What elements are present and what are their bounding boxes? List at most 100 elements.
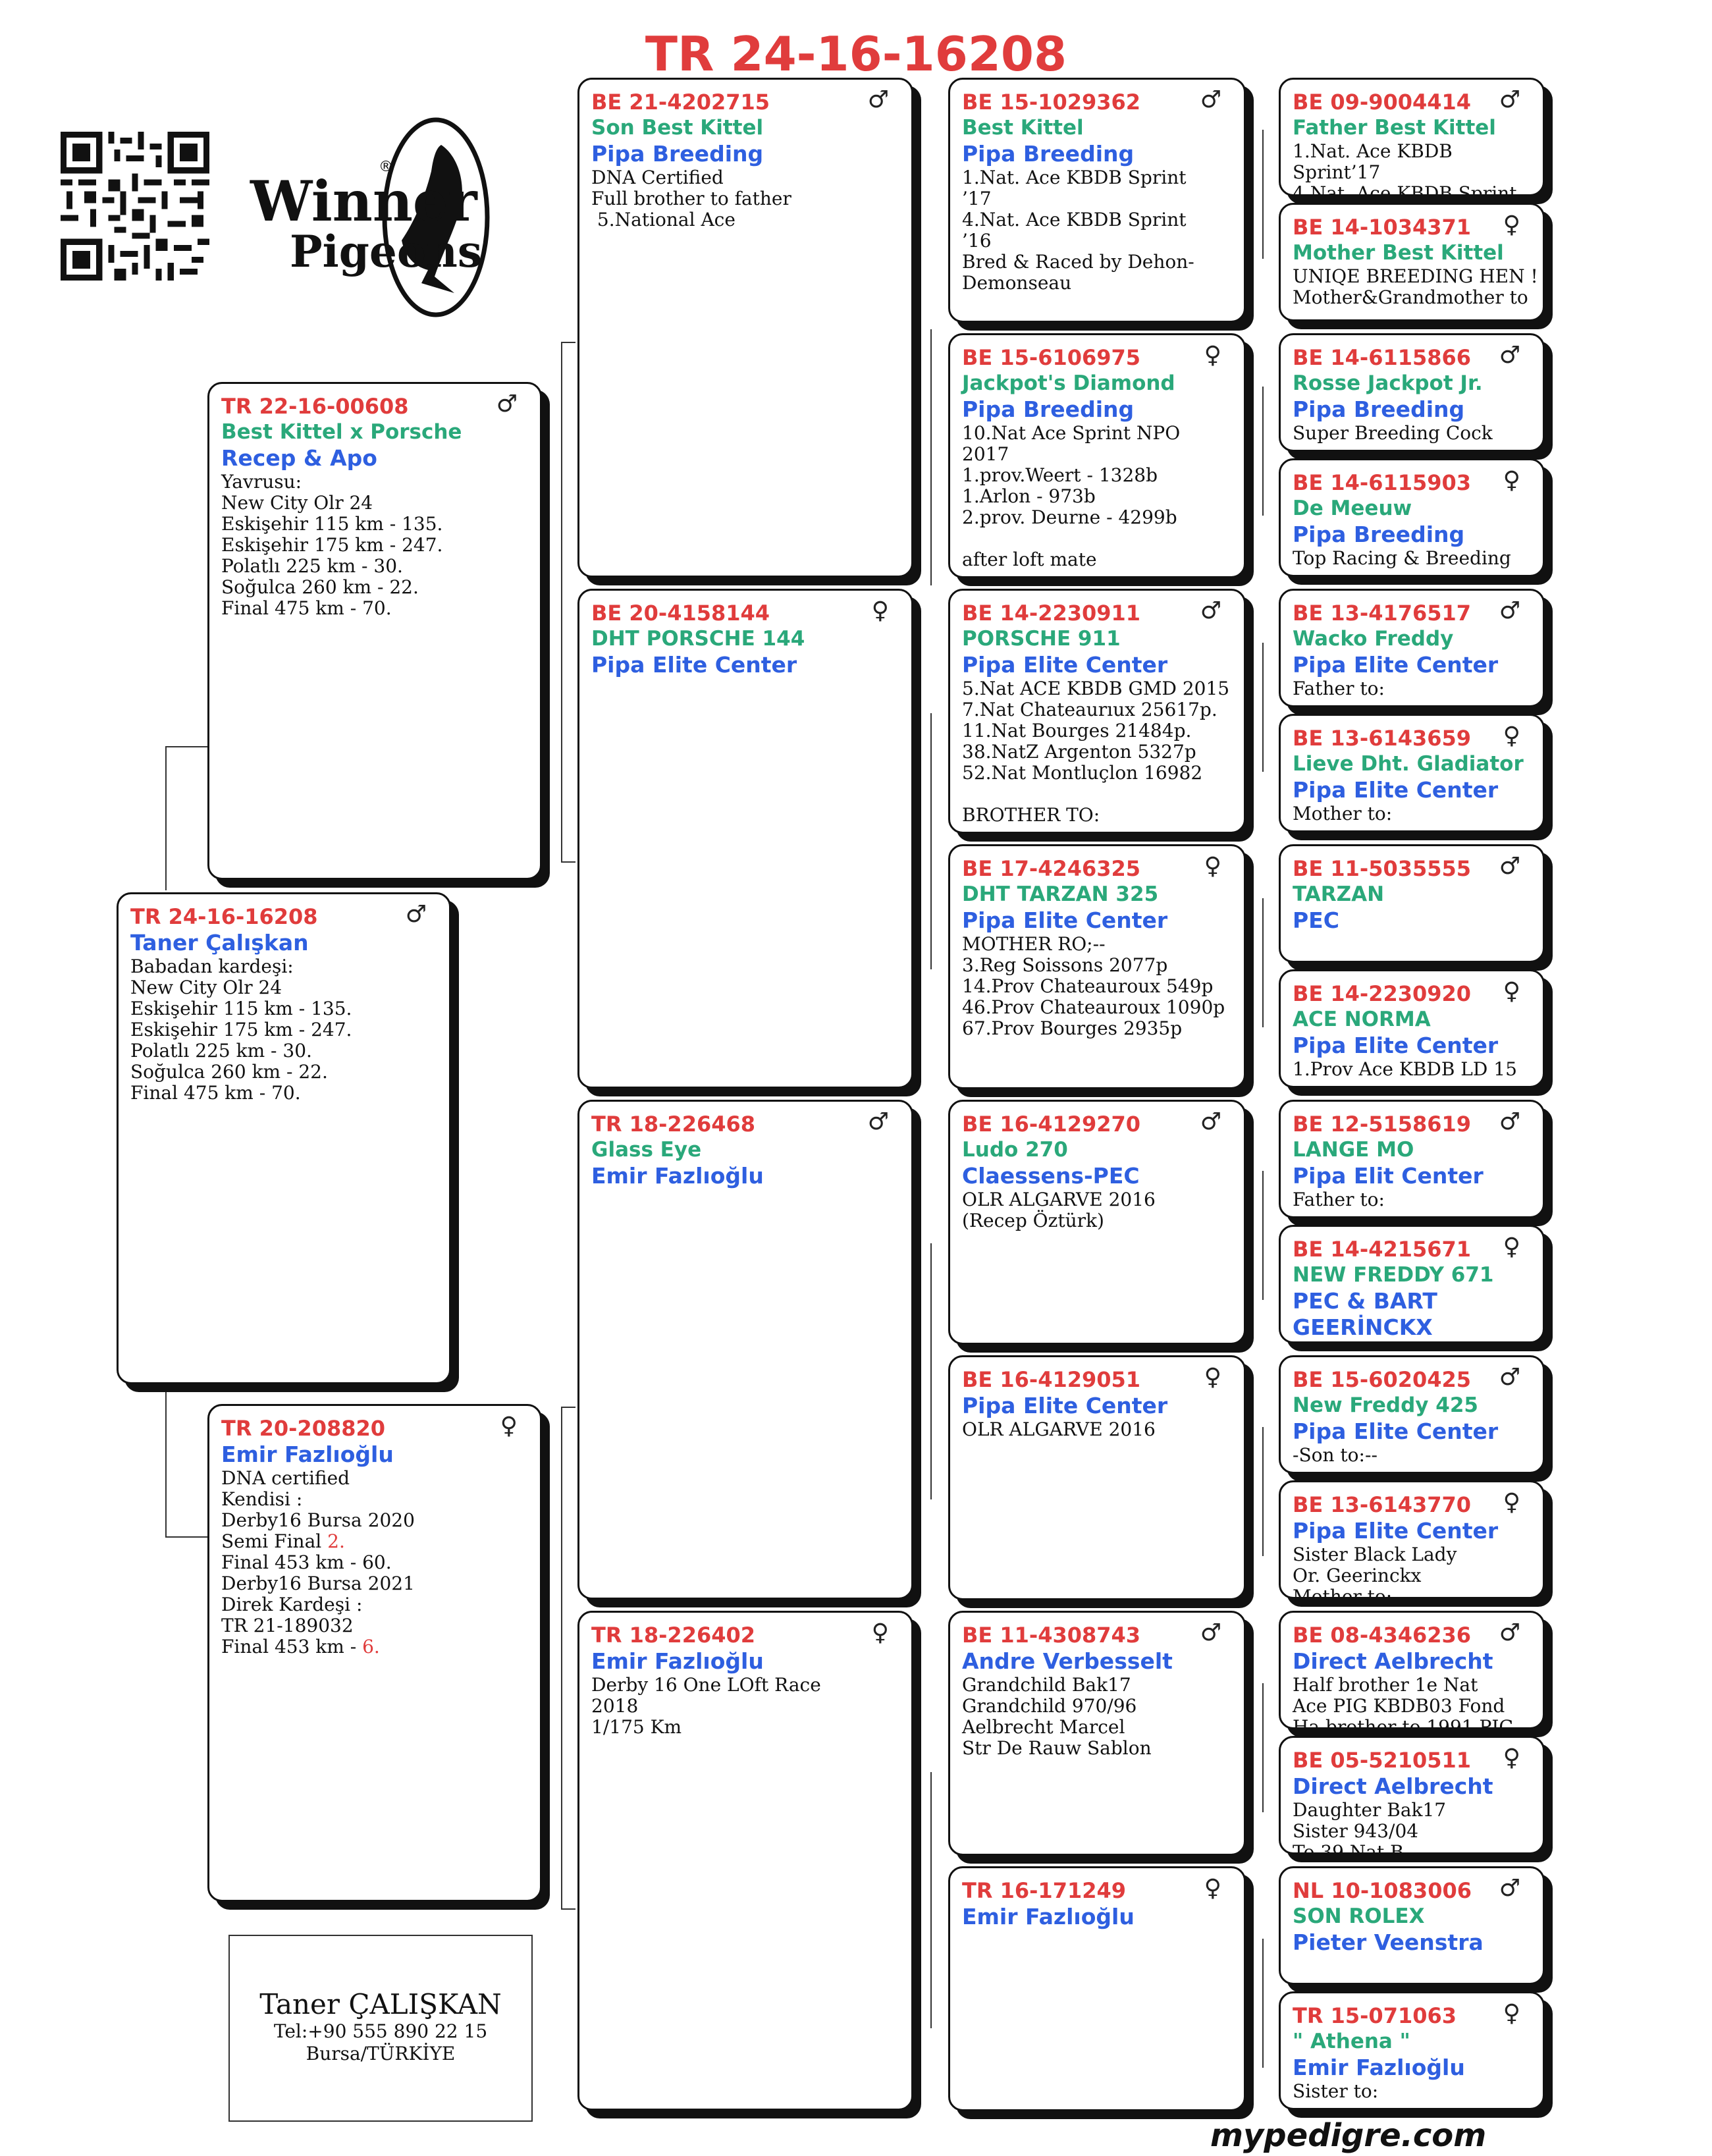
grandparent-card[interactable]: ♀ TR 18-226402 Emir Fazlıoğlu Derby 16 O… [577, 1611, 913, 2111]
owner: Direct Aelbrecht [1293, 1648, 1493, 1674]
gg-grandparent-card[interactable]: ♂ NL 10-1083006 SON ROLEX Pieter Veenstr… [1279, 1866, 1545, 1985]
connector [561, 861, 575, 863]
info-text: Sister Black Lady Or. Geerinckx Mother t… [1293, 1544, 1457, 1599]
info-text: 1.Nat. Ace KBDB Sprint ’17 4.Nat. Ace KB… [962, 167, 1194, 294]
ring-number: TR 18-226402 [591, 1623, 756, 1648]
ring-number: TR 24-16-16208 [130, 904, 318, 929]
owner: Pipa Breeding [1293, 396, 1465, 422]
gg-grandparent-card[interactable]: ♂ BE 14-6115866 Rosse Jackpot Jr. Pipa B… [1279, 333, 1545, 452]
grandparent-card[interactable]: ♂ BE 21-4202715 Son Best Kittel Pipa Bre… [577, 78, 913, 578]
great-grandparent-card[interactable]: ♀ BE 15-6106975 Jackpot's Diamond Pipa B… [948, 333, 1246, 578]
owner: Pipa Elite Center [1293, 777, 1499, 803]
owner: Claessens-PEC [962, 1163, 1140, 1189]
owner: Emir Fazlıoğlu [1293, 2055, 1465, 2080]
male-icon: ♂ [1200, 86, 1221, 113]
connector [165, 746, 207, 747]
connector [1262, 643, 1264, 772]
owner: Pipa Elite Center [1293, 1418, 1499, 1444]
owner: Emir Fazlıoğlu [591, 1648, 764, 1674]
male-icon: ♂ [1200, 1108, 1221, 1135]
male-icon: ♂ [1499, 1875, 1520, 1902]
gg-grandparent-card[interactable]: ♂ BE 15-6020425 New Freddy 425 Pipa Elit… [1279, 1355, 1545, 1474]
gg-grandparent-card[interactable]: ♀ BE 14-6115903 De Meeuw Pipa Breeding T… [1279, 458, 1545, 577]
info-text: Babadan kardeşi: New City Olr 24 Eskişeh… [130, 956, 352, 1104]
winner-pigeons-logo: Winner Pigeons ® [244, 105, 494, 329]
pigeon-name: De Meeuw [1293, 497, 1412, 520]
great-grandparent-card[interactable]: ♂ BE 11-4308743 Andre Verbesselt Grandch… [948, 1611, 1246, 1856]
connector [561, 1908, 575, 1910]
owner: Pipa Elite Center [1293, 652, 1499, 678]
great-grandparent-card[interactable]: ♀ TR 16-171249 Emir Fazlıoğlu [948, 1866, 1246, 2111]
gg-grandparent-card[interactable]: ♀ BE 14-2230920 ACE NORMA Pipa Elite Cen… [1279, 969, 1545, 1088]
male-icon: ♂ [1200, 1619, 1221, 1646]
phone-number: Tel:+90 555 890 22 15 [273, 2020, 488, 2042]
logo-text-line1: Winner [250, 169, 478, 234]
gg-grandparent-card[interactable]: ♂ BE 13-4176517 Wacko Freddy Pipa Elite … [1279, 589, 1545, 707]
gg-grandparent-card[interactable]: ♀ BE 13-6143770 Pipa Elite Center Sister… [1279, 1480, 1545, 1599]
male-icon: ♂ [1499, 1619, 1520, 1646]
connector [930, 1772, 932, 2028]
grandparent-card[interactable]: ♀ BE 20-4158144 DHT PORSCHE 144 Pipa Eli… [577, 589, 913, 1089]
ring-number: BE 12-5158619 [1293, 1112, 1472, 1137]
female-icon: ♀ [1503, 211, 1520, 238]
sire-card[interactable]: ♂ TR 22-16-00608 Best Kittel x Porsche R… [207, 382, 542, 880]
ring-number: NL 10-1083006 [1293, 1878, 1472, 1903]
gg-grandparent-card[interactable]: ♂ BE 08-4346236 Direct Aelbrecht Half br… [1279, 1611, 1545, 1729]
gg-grandparent-card[interactable]: ♂ BE 12-5158619 LANGE MO Pipa Elit Cente… [1279, 1100, 1545, 1218]
gg-grandparent-card[interactable]: ♀ TR 15-071063 " Athena " Emir Fazlıoğlu… [1279, 1991, 1545, 2110]
female-icon: ♀ [1503, 2000, 1520, 2027]
pigeon-name: LANGE MO [1293, 1138, 1414, 1162]
pigeon-name: Lieve Dht. Gladiator [1293, 752, 1524, 776]
info-text: UNIQE BREEDING HEN ! Mother&Grandmother … [1293, 265, 1538, 308]
great-grandparent-card[interactable]: ♂ BE 16-4129270 Ludo 270 Claessens-PEC O… [948, 1100, 1246, 1345]
subject-card[interactable]: ♂ TR 24-16-16208 Taner Çalışkan Babadan … [117, 892, 451, 1384]
gg-grandparent-card[interactable]: ♀ BE 13-6143659 Lieve Dht. Gladiator Pip… [1279, 714, 1545, 832]
great-grandparent-card[interactable]: ♂ BE 14-2230911 PORSCHE 911 Pipa Elite C… [948, 589, 1246, 834]
gg-grandparent-card[interactable]: ♂ BE 09-9004414 Father Best Kittel 1.Nat… [1279, 78, 1545, 196]
owner: Pipa Elite Center [1293, 1518, 1499, 1544]
great-grandparent-card[interactable]: ♂ BE 15-1029362 Best Kittel Pipa Breedin… [948, 78, 1246, 323]
connector [561, 342, 562, 861]
owner: Emir Fazlıoğlu [591, 1163, 764, 1189]
city: Bursa/TÜRKİYE [306, 2043, 456, 2064]
great-grandparent-card[interactable]: ♀ BE 16-4129051 Pipa Elite Center OLR AL… [948, 1355, 1246, 1600]
info-text: Derby 16 One LOft Race 2018 1/175 Km [591, 1674, 821, 1738]
connector [1262, 1939, 1264, 2068]
owner: Recep & Apo [221, 445, 377, 471]
owner: Pipa Elite Center [591, 652, 797, 678]
owner: Direct Aelbrecht [1293, 1773, 1493, 1799]
qr-code [61, 132, 209, 281]
footer-site[interactable]: mypedigre.com [1210, 2117, 1487, 2154]
connector [165, 1386, 167, 1536]
info-text: Daughter Bak17 Sister 943/04 To 39 Nat B [1293, 1799, 1447, 1854]
owner: Emir Fazlıoğlu [962, 1904, 1135, 1929]
great-grandparent-card[interactable]: ♀ BE 17-4246325 DHT TARZAN 325 Pipa Elit… [948, 844, 1246, 1089]
gg-grandparent-card[interactable]: ♂ BE 11-5035555 TARZAN PEC [1279, 844, 1545, 963]
owner: Taner Çalışkan [130, 930, 309, 956]
male-icon: ♂ [405, 901, 427, 928]
grandparent-card[interactable]: ♂ TR 18-226468 Glass Eye Emir Fazlıoğlu [577, 1100, 913, 1600]
owner: Pipa Elite Center [962, 907, 1168, 933]
ring-number: BE 13-6143659 [1293, 726, 1472, 751]
connector [1262, 387, 1264, 516]
ring-number: BE 16-4129051 [962, 1367, 1141, 1392]
contact-box: Taner ÇALIŞKAN Tel:+90 555 890 22 15 Bur… [228, 1935, 533, 2122]
female-icon: ♀ [1204, 853, 1221, 880]
pigeon-name: NEW FREDDY 671 [1293, 1263, 1494, 1287]
ring-number: BE 20-4158144 [591, 601, 770, 626]
ring-number: TR 16-171249 [962, 1878, 1127, 1903]
gg-grandparent-card[interactable]: ♀ BE 14-1034371 Mother Best Kittel UNIQE… [1279, 203, 1545, 321]
owner: Pipa Breeding [1293, 522, 1465, 547]
ring-number: TR 20-208820 [221, 1416, 386, 1441]
male-icon: ♂ [1499, 853, 1520, 880]
dam-card[interactable]: ♀ TR 20-208820 Emir Fazlıoğlu DNA certif… [207, 1404, 542, 1902]
owner: Pipa Elite Center [1293, 1033, 1499, 1058]
ring-number: BE 14-1034371 [1293, 215, 1472, 240]
pigeon-name: Ludo 270 [962, 1138, 1068, 1162]
connector [1262, 1171, 1264, 1300]
ring-number: BE 09-9004414 [1293, 90, 1472, 115]
connector [1262, 1427, 1264, 1556]
gg-grandparent-card[interactable]: ♀ BE 14-4215671 NEW FREDDY 671 PEC & BAR… [1279, 1225, 1545, 1343]
connector [1262, 130, 1264, 259]
gg-grandparent-card[interactable]: ♀ BE 05-5210511 Direct Aelbrecht Daughte… [1279, 1736, 1545, 1854]
